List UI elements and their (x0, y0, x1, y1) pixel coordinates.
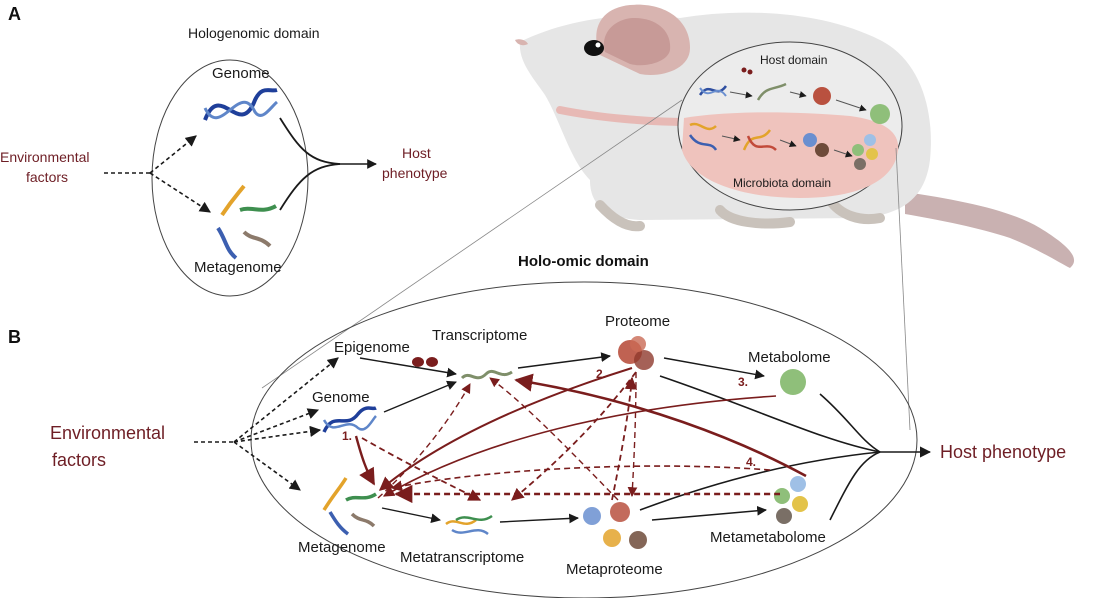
metatranscriptome-icon (445, 514, 493, 536)
metatranscriptome-label: Metatranscriptome (400, 549, 524, 566)
genome-to-metatranscriptome-dashed (361, 437, 482, 501)
metametabolome-to-phenotype-curve (829, 451, 881, 521)
epigenome-to-transcriptome-arrow (359, 357, 457, 378)
panel-a-label: A (8, 4, 21, 24)
genome-label: Genome (312, 389, 370, 406)
marker-4: 4. (746, 455, 756, 469)
metagenome-b-label: Metagenome (298, 539, 386, 556)
metabolome-label: Metabolome (748, 349, 831, 366)
cross-domain-dashed-arrows (361, 371, 780, 504)
panel-a-env-to-genome-arrow (149, 135, 197, 174)
zoom-connector-left (261, 99, 683, 389)
panel-a-env-label-line2: factors (26, 169, 68, 185)
proteome-to-metaproteome-dashed (627, 371, 638, 497)
panel-b-env-label-line1: Environmental (50, 423, 165, 443)
metaproteome-to-metametabolome-arrow (651, 505, 767, 521)
host-pathway-arrows (359, 352, 765, 413)
env-to-genome-lower-arrow (233, 425, 322, 443)
hologenomic-domain-ellipse (151, 59, 309, 297)
gut-region (682, 112, 899, 198)
panel-b-host-phenotype-label: Host phenotype (940, 442, 1066, 462)
transcriptome-label: Transcriptome (432, 327, 527, 344)
metaproteome-label: Metaproteome (566, 561, 663, 578)
panel-a-host-label-line2: phenotype (382, 165, 448, 181)
proteome-to-metabolome-arrow (663, 357, 765, 380)
metaproteome-to-transcriptome-dashed (489, 377, 619, 501)
proteome-to-metatranscriptome-dashed (511, 371, 637, 501)
epigenome-icon (412, 357, 438, 367)
zoom-connector-right (895, 147, 911, 431)
metagenome-to-transcriptome-dashed (377, 383, 471, 499)
marker-2: 2. (596, 367, 606, 381)
metametabolome-to-transcriptome-arrow (514, 373, 807, 478)
metaproteome-to-proteome-dashed (611, 376, 638, 501)
epigenome-label: Epigenome (334, 339, 410, 356)
metagenome-to-phenotype-curve (279, 163, 341, 211)
host-domain-flow-icons (698, 67, 890, 124)
panel-a-host-label-line1: Host (402, 145, 431, 161)
environment-dashed-arrows (194, 357, 339, 491)
marker-3: 3. (738, 375, 748, 389)
metaproteome-icon (583, 502, 647, 549)
metametabolome-label: Metametabolome (710, 529, 826, 546)
env-to-metagenome-arrow (233, 441, 301, 491)
metatranscriptome-to-metaproteome-arrow (499, 513, 579, 524)
panel-a-genome-label: Genome (212, 65, 270, 82)
metaproteome-to-phenotype-curve (639, 451, 881, 511)
metametabolome-icon (774, 476, 808, 524)
metagenome-dna-icon (216, 184, 277, 260)
phenotype-convergence-curves (639, 375, 932, 521)
panel-b-env-label-line2: factors (52, 450, 106, 470)
panel-a-metagenome-label: Metagenome (194, 259, 282, 276)
hologenomic-domain-title: Hologenomic domain (188, 25, 320, 41)
panel-a-env-to-metagenome-arrow (149, 172, 211, 213)
metabolome-to-metagenome-arrow (383, 395, 777, 497)
transcriptome-icon (460, 369, 513, 380)
holo-omic-domain-title: Holo-omic domain (518, 253, 649, 270)
env-to-epigenome-arrow (233, 357, 339, 443)
marker-1: 1. (342, 429, 352, 443)
metabolome-to-phenotype-curve (819, 393, 881, 453)
proteome-icon (618, 336, 654, 370)
panel-b-label: B (8, 327, 21, 347)
genome-to-metagenome-arrow (354, 435, 376, 486)
transcriptome-to-proteome-arrow (517, 352, 611, 369)
cross-domain-interaction-arrows (354, 367, 807, 497)
metagenome-b-dna-icon (322, 477, 377, 536)
host-domain-label: Host domain (760, 53, 827, 67)
microbiota-domain-label: Microbiota domain (733, 176, 831, 190)
genome-dna-icon (203, 88, 279, 121)
microbial-pathway-arrows (381, 505, 767, 524)
metagenome-to-metatranscriptome-arrow (381, 507, 441, 524)
proteome-to-metagenome-arrow (378, 367, 633, 491)
env-to-genome-arrow (233, 408, 320, 443)
genome-to-phenotype-curve (279, 117, 341, 165)
microbiota-flow-icons (688, 122, 878, 170)
panel-a-env-label-line1: Environmental (0, 149, 90, 165)
proteome-to-phenotype-curve (659, 375, 881, 453)
genome-b-dna-icon (322, 406, 377, 433)
genome-to-transcriptome-arrow (383, 380, 457, 413)
metabolome-icon (780, 369, 806, 395)
metametabolome-to-metagenome-dashed (390, 465, 771, 492)
proteome-label: Proteome (605, 313, 670, 330)
